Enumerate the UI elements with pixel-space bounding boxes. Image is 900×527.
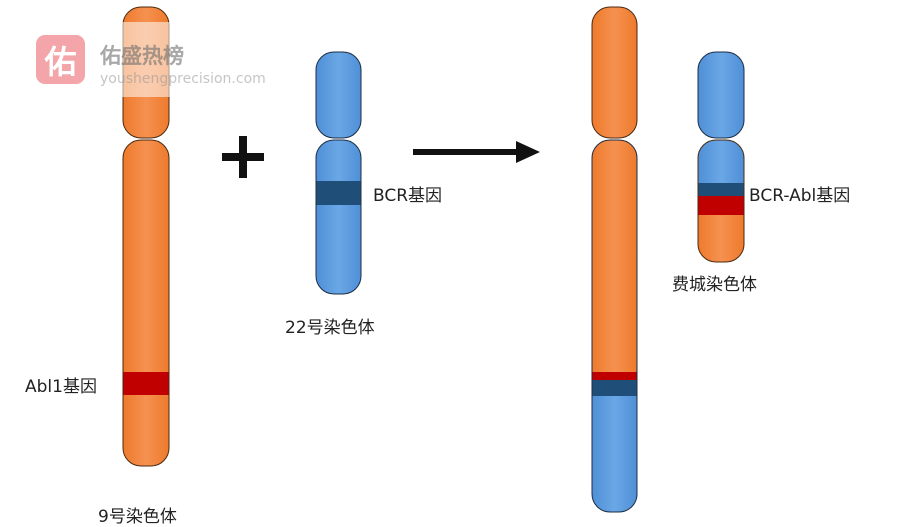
abl1-gene-label: Abl1基因: [25, 377, 97, 397]
philadelphia-chromosome: [697, 51, 745, 263]
bcr-abl-band: [698, 196, 744, 215]
derivative-chromosome-9: [591, 6, 638, 513]
philadelphia-label: 费城染色体: [672, 275, 757, 295]
bcr-abl-gene-label: BCR-Abl基因: [749, 186, 851, 206]
arrow-right-icon: [413, 141, 540, 163]
chr9-label: 9号染色体: [98, 507, 177, 527]
chr22-label: 22号染色体: [285, 318, 375, 338]
watermark-logo-icon: 佑: [36, 35, 85, 84]
bcr-gene-label: BCR基因: [373, 186, 443, 206]
bcr-band: [316, 181, 361, 205]
watermark-url: youshengprecision.com: [100, 71, 266, 87]
plus-icon: [222, 136, 264, 178]
watermark-title: 佑盛热榜: [100, 44, 184, 68]
abl1-band: [123, 372, 169, 395]
chromosome-22: [315, 51, 362, 295]
